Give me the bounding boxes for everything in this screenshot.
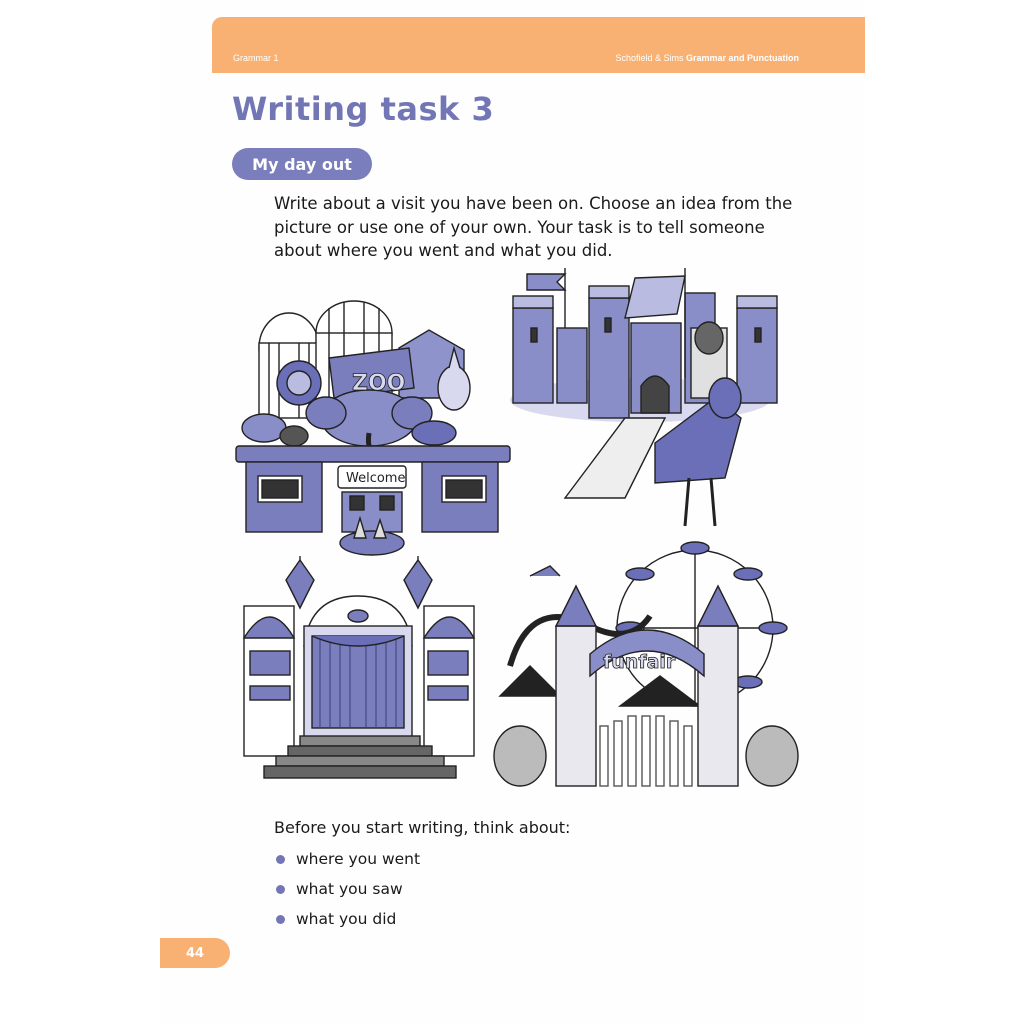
bullet-dot-icon	[276, 855, 285, 864]
header-publisher: Schofield & Sims Grammar and Punctuation	[615, 53, 799, 63]
castle-illustration	[510, 268, 778, 527]
instructions: Write about a visit you have been on. Ch…	[274, 192, 794, 263]
list-item: what you saw	[276, 876, 420, 906]
list-item: what you did	[276, 906, 420, 936]
instruction-line: picture or use one of your own. Your tas…	[274, 217, 765, 237]
theatre-illustration	[242, 556, 476, 779]
header-book-title: Grammar and Punctuation	[685, 53, 799, 63]
zoo-gate-text: Welcome	[346, 471, 405, 486]
instruction-line: about where you went and what you did.	[274, 241, 613, 260]
list-item: where you went	[276, 846, 420, 876]
prompt-list: where you went what you saw what you did	[276, 846, 420, 936]
page-number: 44	[160, 938, 230, 968]
section-badge: My day out	[232, 148, 372, 180]
zoo-sign-text: ZOO	[352, 371, 405, 396]
funfair-illustration: funfair	[493, 541, 799, 787]
header-publisher-prefix: Schofield & Sims	[615, 53, 686, 63]
list-item-text: what you did	[296, 910, 397, 928]
bullet-dot-icon	[276, 885, 285, 894]
header-band	[212, 17, 865, 73]
page-title: Writing task 3	[232, 90, 495, 128]
bullet-dot-icon	[276, 915, 285, 924]
zoo-illustration: ZOO Welcome	[235, 300, 511, 556]
prompt-lead: Before you start writing, think about:	[274, 818, 571, 837]
instruction-line: Write about a visit you have been on. Ch…	[274, 194, 793, 213]
header-series: Grammar 1	[233, 53, 279, 63]
list-item-text: what you saw	[296, 880, 403, 898]
list-item-text: where you went	[296, 850, 421, 868]
funfair-sign-text: funfair	[603, 651, 676, 673]
